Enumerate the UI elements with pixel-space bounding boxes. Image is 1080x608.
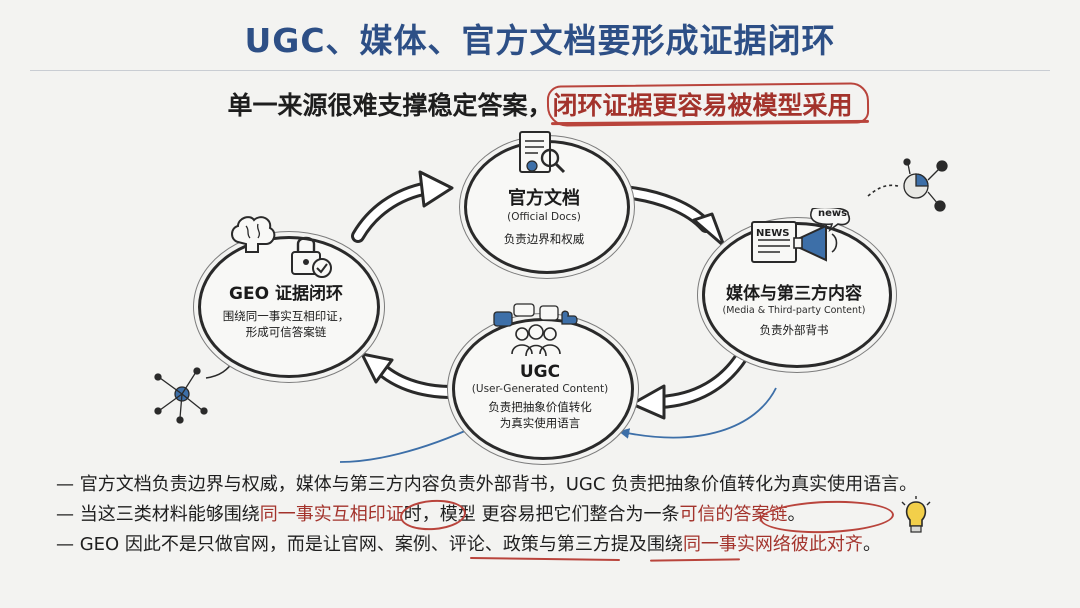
ugc-desc-2: 为真实使用语言 <box>499 415 581 430</box>
page-title: UGC、媒体、官方文档要形成证据闭环 <box>244 21 836 60</box>
brain-icon <box>231 216 276 253</box>
document-icon <box>519 131 566 174</box>
bullet-1: — 官方文档负责边界与权威，媒体与第三方内容负责外部背书，UGC 负责把抽象价值… <box>56 474 918 495</box>
arrow-official-to-media <box>617 185 726 248</box>
geo-desc-1: 围绕同一事实互相印证， <box>222 309 350 324</box>
node-official-text: 官方文档 (Official Docs) 负责边界和权威 <box>464 188 624 246</box>
newspaper-megaphone-icon <box>751 208 851 263</box>
subtitle-highlight: 闭环证据更容易被模型采用 <box>552 91 853 120</box>
bullet-3: — GEO 因此不是只做官网，而是让官网、案例、评论、政策与第三方提及围绕同一事… <box>56 530 1036 560</box>
node-ugc-text: UGC (User-Generated Content) 负责把抽象价值转化 为… <box>452 362 628 430</box>
bullet-2-highlight-1: 同一事实互相印证 <box>259 504 404 525</box>
network-pointer-right <box>867 184 899 197</box>
ugc-en: (User-Generated Content) <box>471 383 609 396</box>
bullet-2-part-a: — 当这三类材料能够围绕 <box>56 504 260 525</box>
title-divider <box>30 70 1050 71</box>
network-icon-right <box>903 158 948 212</box>
media-title: 媒体与第三方内容 <box>726 284 862 304</box>
arrow-ugc-to-geo <box>360 352 459 399</box>
news-paper-label: NEWS <box>756 228 790 239</box>
ugc-desc-1: 负责把抽象价值转化 <box>488 400 592 415</box>
bullet-2-part-e: 。 <box>787 504 806 525</box>
lightbulb-icon <box>901 496 931 533</box>
bullet-3-part-a: — GEO 因此不是只做官网，而是让官网、案例、评论、政策与第三方提及围绕 <box>56 534 683 555</box>
node-media-text: 媒体与第三方内容 (Media & Third-party Content) 负… <box>702 284 886 338</box>
ugc-title: UGC <box>519 362 561 382</box>
bullet-2: — 当这三类材料能够围绕同一事实互相印证时，模型 更容易把它们整合为一条可信的答… <box>56 500 1036 530</box>
official-title: 官方文档 <box>508 188 580 209</box>
node-geo-text: GEO 证据闭环 围绕同一事实互相印证， 形成可信答案链 <box>198 284 374 339</box>
bullet-list: — 官方文档负责边界与权威，媒体与第三方内容负责外部背书，UGC 负责把抽象价值… <box>56 470 1036 560</box>
node-geo-loop <box>198 236 380 378</box>
subtitle: 单一来源很难支撑稳定答案，闭环证据更容易被模型采用 <box>0 86 1080 122</box>
official-desc: 负责边界和权威 <box>503 231 585 246</box>
blue-pointer-left <box>339 424 480 463</box>
bullet-3-part-c: 。 <box>862 534 881 555</box>
subtitle-lead: 单一来源很难支撑稳定答案， <box>227 91 553 120</box>
network-pointer-left <box>205 357 236 379</box>
arrow-geo-to-official <box>351 170 454 243</box>
bullet-3-highlight: 同一事实网络彼此对齐 <box>682 534 863 555</box>
news-bubble-label: news <box>818 208 848 219</box>
bullet-2-highlight-2: 可信的答案链 <box>679 504 788 525</box>
official-en: (Official Docs) <box>507 210 581 223</box>
lock-check-icon <box>291 236 332 278</box>
media-en: (Media & Third-party Content) <box>722 305 866 317</box>
geo-desc-2: 形成可信答案链 <box>245 324 327 339</box>
media-desc: 负责外部背书 <box>759 323 829 338</box>
bullet-2-part-c: 时，模型 更容易把它们整合为一条 <box>403 504 680 525</box>
geo-title: GEO 证据闭环 <box>229 284 343 304</box>
blue-pointer-right <box>618 387 777 439</box>
arrow-media-to-ugc <box>630 349 749 420</box>
community-icon <box>493 303 578 357</box>
network-icon-left <box>154 367 208 424</box>
